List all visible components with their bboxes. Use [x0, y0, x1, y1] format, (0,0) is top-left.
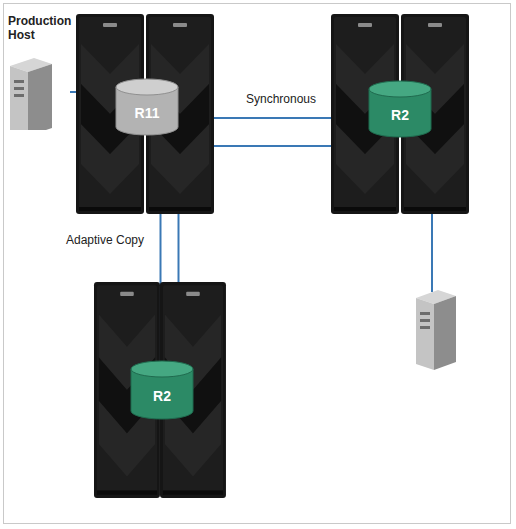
disk-node: R2: [130, 360, 194, 420]
storage-array: [76, 14, 214, 214]
disk-node: R2: [368, 80, 432, 138]
storage-array: [331, 14, 469, 214]
host-node: Production Host: [8, 14, 70, 130]
disk-node: R11: [115, 78, 179, 136]
link-label: Adaptive Copy: [66, 233, 144, 247]
server-icon: [416, 290, 456, 370]
volume-label: R11: [115, 90, 179, 136]
link-label: Synchronous: [246, 92, 316, 106]
host-link: [431, 212, 433, 292]
host-label: Production Host: [8, 14, 70, 42]
storage-array: [94, 282, 226, 498]
volume-label: R2: [368, 92, 432, 138]
volume-label: R2: [130, 372, 194, 420]
